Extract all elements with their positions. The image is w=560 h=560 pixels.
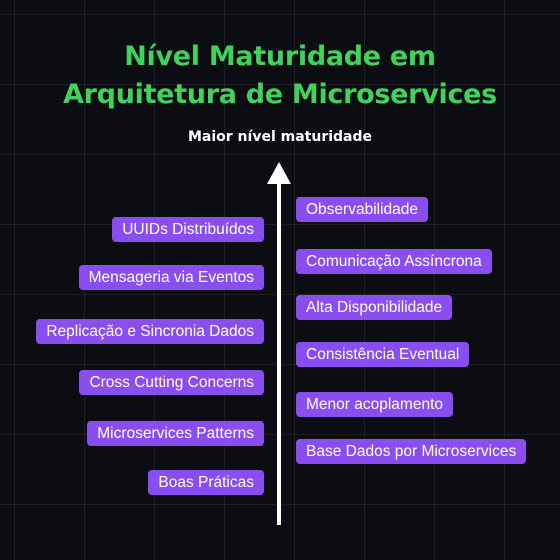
tag-uuids-distribuidos: UUIDs Distribuídos [112, 217, 264, 242]
tag-menor-acoplamento: Menor acoplamento [296, 392, 453, 417]
tag-observabilidade: Observabilidade [296, 197, 429, 222]
title-line-1: Nível Maturidade em [124, 41, 436, 72]
tag-cross-cutting-concerns: Cross Cutting Concerns [79, 370, 264, 395]
tag-alta-disponibilidade: Alta Disponibilidade [296, 295, 453, 320]
up-arrow-icon [267, 162, 291, 525]
tag-microservices-patterns: Microservices Patterns [87, 421, 264, 446]
page-title: Nível Maturidade em Arquitetura de Micro… [0, 38, 560, 114]
tag-replicacao-sincronia-dados: Replicação e Sincronia Dados [36, 319, 264, 344]
tag-base-dados-por-microservices: Base Dados por Microservices [296, 439, 527, 464]
tag-mensageria-via-eventos: Mensageria via Eventos [78, 265, 264, 290]
tag-comunicacao-assincrona: Comunicação Assíncrona [296, 249, 492, 274]
tag-consistencia-eventual: Consistência Eventual [296, 342, 470, 367]
axis-label: Maior nível maturidade [187, 129, 373, 145]
tag-boas-praticas: Boas Práticas [148, 470, 264, 495]
title-line-2: Arquitetura de Microservices [63, 79, 497, 110]
